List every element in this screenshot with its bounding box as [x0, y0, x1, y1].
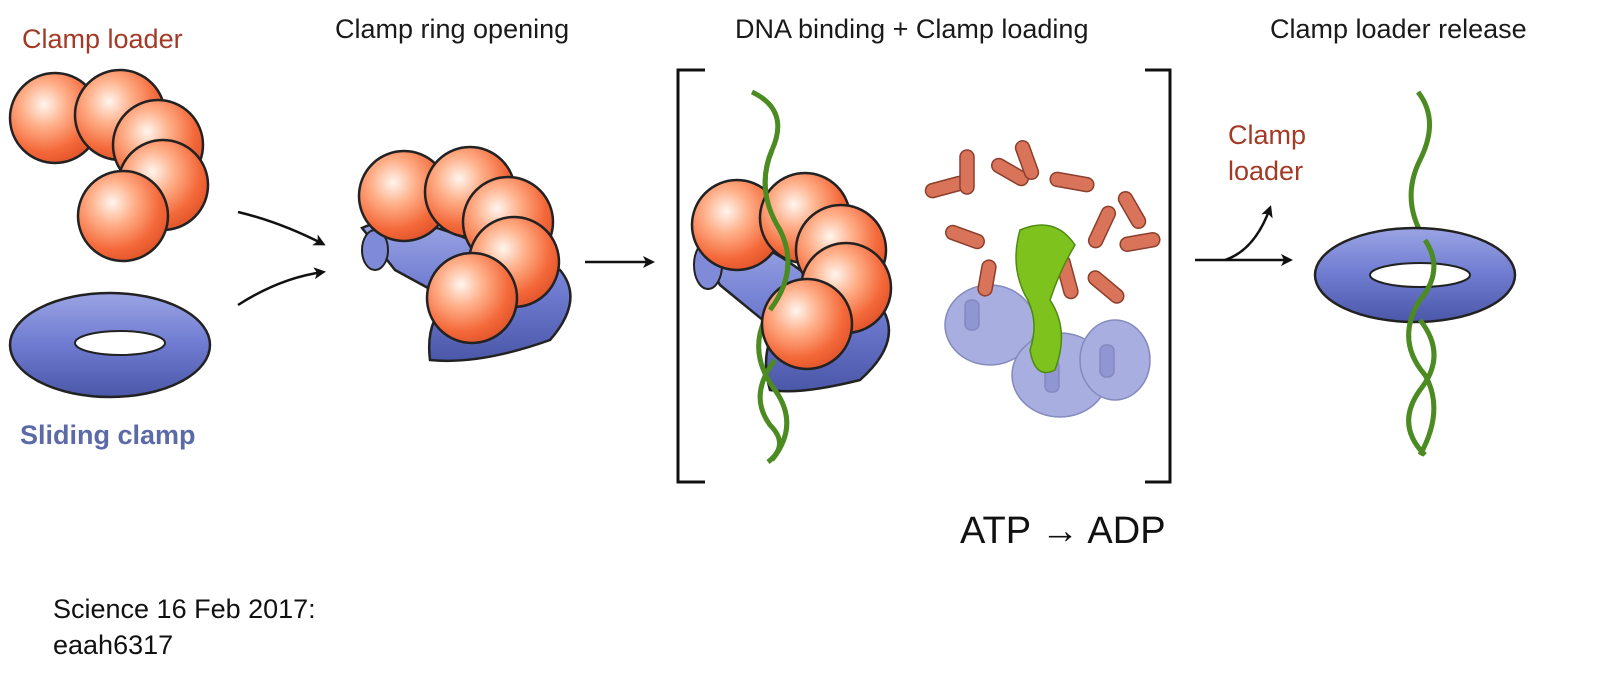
- clamp-loader-spheres-free: [8, 68, 210, 263]
- released-loader-label-line2: loader: [1228, 156, 1304, 186]
- release-arrow: [1195, 205, 1293, 266]
- step-title-ring-opening: Clamp ring opening: [335, 14, 570, 44]
- dna-strand-front: [762, 149, 791, 312]
- sliding-clamp-ring: [8, 291, 212, 399]
- bracket: [676, 68, 1172, 484]
- released-clamp-on-dna: [1313, 90, 1517, 457]
- merge-arrows: [237, 210, 326, 307]
- step-title-dna-binding: DNA binding + Clamp loading: [735, 14, 1089, 44]
- dna-lower-helix: [1406, 298, 1437, 457]
- dna-upper-front: [1418, 238, 1437, 302]
- step-title-release: Clamp loader release: [1270, 14, 1527, 44]
- clamp-loader-label: Clamp loader: [22, 24, 183, 54]
- citation-line2: eaah6317: [53, 630, 174, 660]
- released-loader-label-line1: Clamp: [1228, 120, 1307, 150]
- citation-line1: Science 16 Feb 2017:: [53, 594, 316, 624]
- dna-surface: [1015, 224, 1076, 374]
- opened-clamp-complex: [357, 145, 572, 363]
- protein-structure-image: [924, 140, 1161, 418]
- clamp-loader-spheres-bound: [690, 171, 893, 371]
- atp-to-adp-label: ATP → ADP: [960, 510, 1166, 552]
- orange-helices: [924, 140, 1161, 304]
- sliding-clamp-label: Sliding clamp: [20, 420, 196, 450]
